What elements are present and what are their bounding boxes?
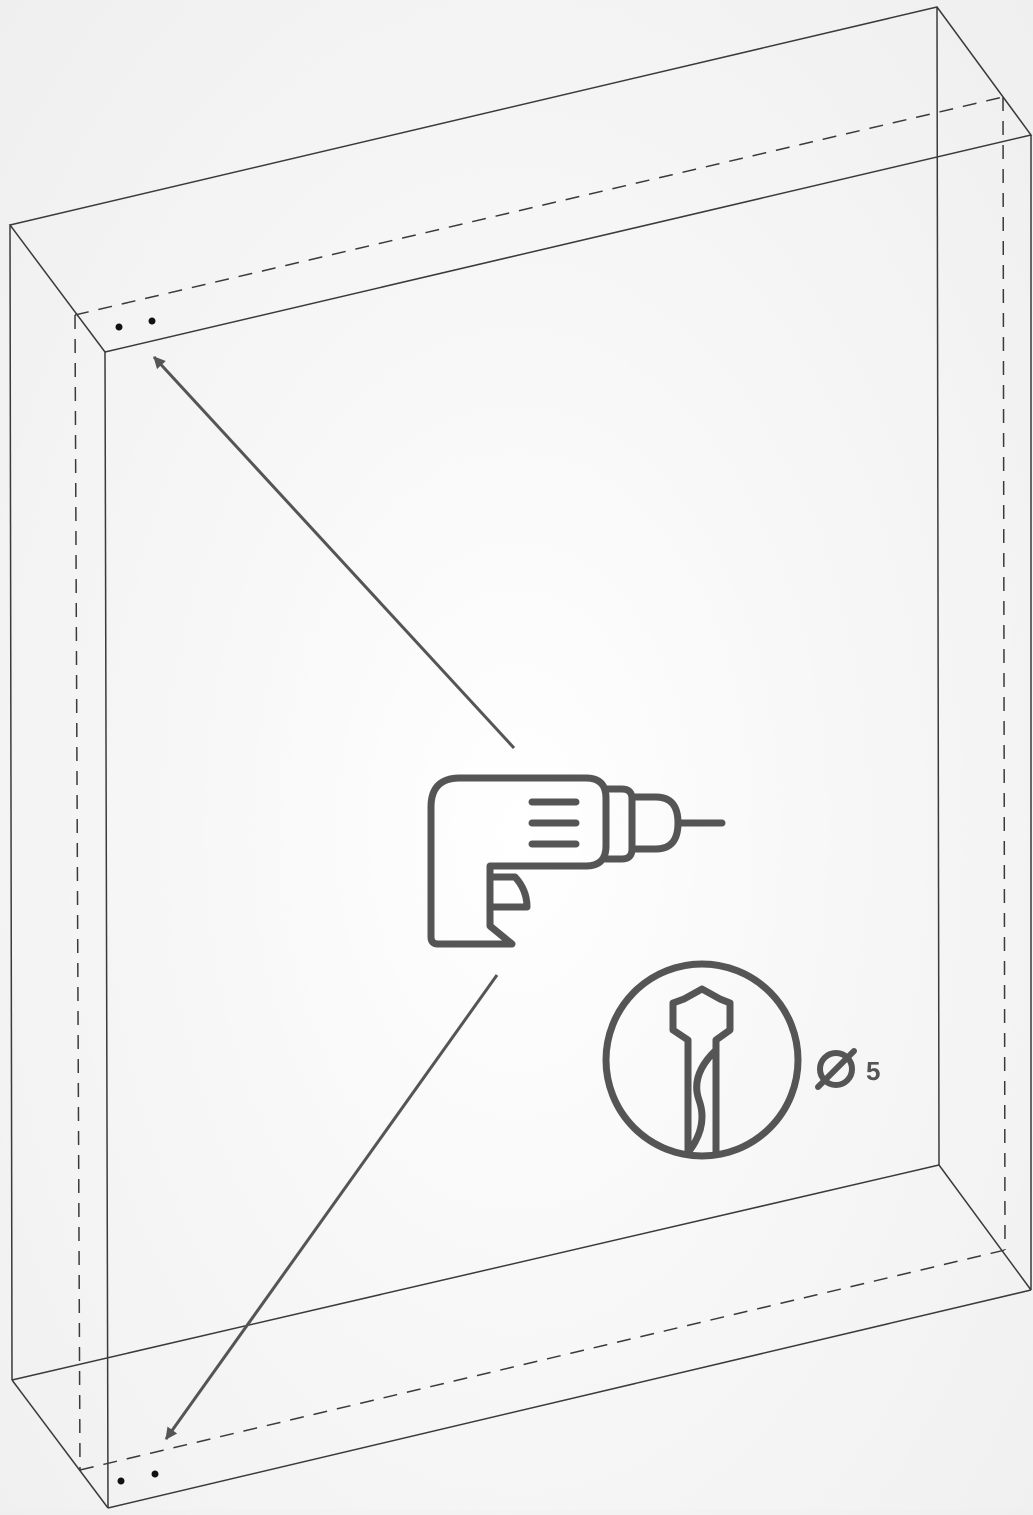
- drill-bit-flute: [686, 1046, 720, 1154]
- hidden-bottom-edge: [79, 1249, 1006, 1471]
- panel-top-face: [8, 6, 1033, 353]
- hidden-left-edge: [74, 314, 81, 1471]
- panel-bottom-left-edge: [11, 1379, 109, 1509]
- panel-back-right-edge: [936, 6, 940, 1166]
- drill-chuck: [628, 793, 682, 853]
- drill-collar: [602, 785, 636, 863]
- panel-bottom-front-edge: [107, 1289, 1032, 1509]
- panel-back-left-edge: [9, 224, 13, 1381]
- hole-top-1: [115, 323, 123, 331]
- drill-bit-icon: [602, 960, 802, 1160]
- hole-bottom-2: [151, 1470, 159, 1478]
- hidden-edges: [74, 96, 1006, 1471]
- cabinet-panel: [8, 6, 1033, 1509]
- drill-icon: [427, 774, 726, 948]
- panel-front-left-edge: [104, 351, 109, 1509]
- arrow-to-bottom-holes: [164, 974, 499, 1440]
- panel-bottom-inner-edge: [11, 1164, 1032, 1381]
- diameter-annotation: 5: [815, 1048, 880, 1090]
- hidden-top-edge: [74, 96, 1004, 316]
- diameter-value: 5: [866, 1056, 880, 1086]
- hole-bottom-1: [117, 1477, 125, 1485]
- hole-top-2: [148, 317, 156, 325]
- drill-bit-shank: [669, 985, 734, 1156]
- drill-bit-circle: [602, 960, 802, 1160]
- drill-body: [427, 774, 610, 948]
- pilot-holes: [115, 317, 159, 1485]
- hidden-right-edge: [1002, 96, 1006, 1251]
- drill-arrows: [152, 355, 516, 1440]
- drill-trigger: [486, 873, 531, 911]
- diameter-symbol-icon: [815, 1048, 857, 1090]
- arrow-to-top-holes: [152, 355, 516, 750]
